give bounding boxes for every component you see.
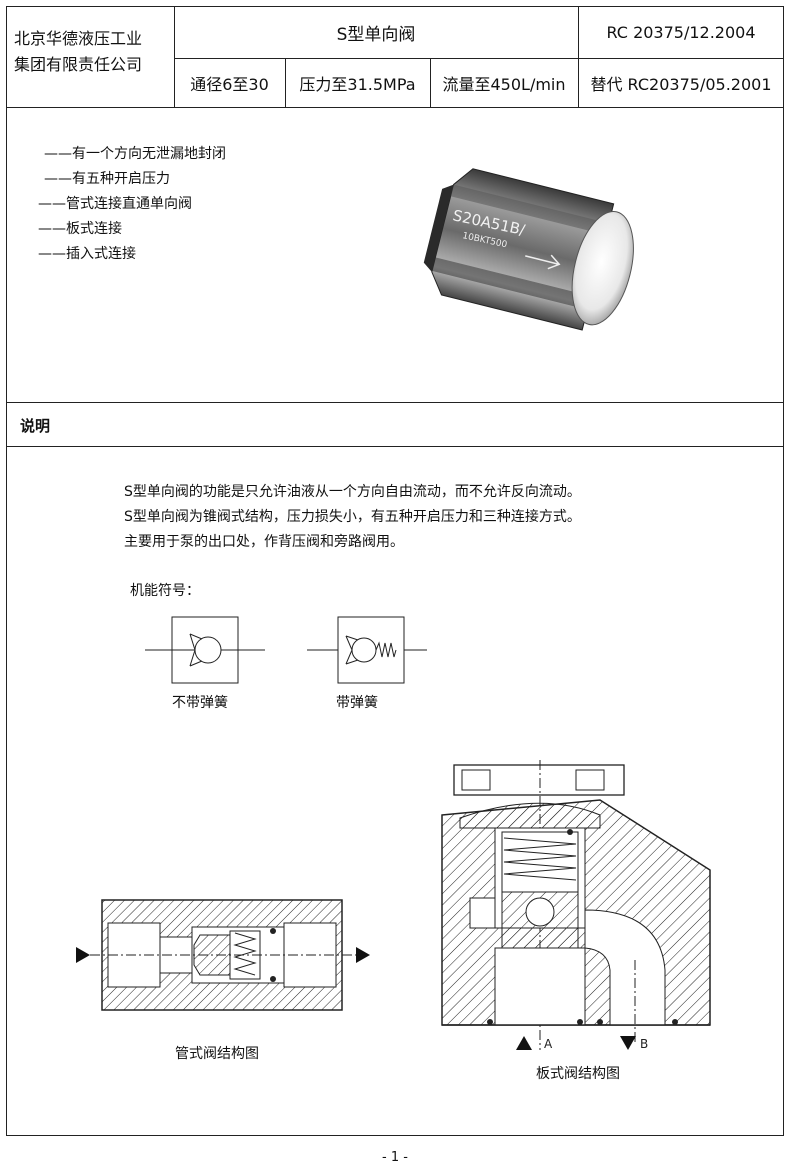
doc-title: S型单向阀 <box>336 24 416 45</box>
feature-item: ——管式连接直通单向阀 <box>38 196 192 212</box>
feature-item: ——有五种开启压力 <box>44 171 170 187</box>
description-text: S型单向阀的功能是只允许油液从一个方向自由流动，而不允许反向流动。 S型单向阀为… <box>124 480 581 555</box>
header-divider-2 <box>578 6 579 107</box>
header-row-divider <box>174 58 784 59</box>
company-name: 北京华德液压工业 集团有限责任公司 <box>6 26 174 78</box>
flow-arrow-icon <box>525 254 561 270</box>
header-divider-1 <box>174 6 175 107</box>
pipe-valve-drawing <box>76 899 370 1011</box>
page-frame <box>6 6 784 1136</box>
feature-list: ——有一个方向无泄漏地封闭 ——有五种开启压力 ——管式连接直通单向阀 ——板式… <box>38 142 226 267</box>
header-bottom-line <box>6 107 784 108</box>
description-line: 主要用于泵的出口处，作背压阀和旁路阀用。 <box>124 534 404 550</box>
port-a-label: A <box>544 1037 553 1051</box>
port-b-arrow-icon <box>620 1036 636 1050</box>
feature-item: ——有一个方向无泄漏地封闭 <box>44 146 226 162</box>
description-line: S型单向阀为锥阀式结构，压力损失小，有五种开启压力和三种连接方式。 <box>124 509 581 525</box>
check-valve-symbol-with-spring <box>307 616 427 684</box>
check-valve-symbol-no-spring <box>145 616 265 684</box>
plate-valve-drawing: A B <box>441 760 711 1051</box>
spec-pressure: 压力至31.5MPa <box>299 74 416 94</box>
pipe-valve-caption: 管式阀结构图 <box>175 1046 259 1062</box>
doc-code: RC 20375/12.2004 <box>606 22 756 42</box>
plate-valve-caption: 板式阀结构图 <box>536 1066 620 1082</box>
symbol-heading: 机能符号： <box>130 583 200 599</box>
port-a-arrow-icon <box>516 1036 532 1050</box>
description-line: S型单向阀的功能是只允许油液从一个方向自由流动，而不允许反向流动。 <box>124 484 581 500</box>
page-number: - 1 - <box>382 1150 408 1165</box>
section-top-line <box>6 402 784 403</box>
section-bottom-line <box>6 446 784 447</box>
feature-item: ——板式连接 <box>38 221 122 237</box>
company-line-2: 集团有限责任公司 <box>14 55 143 74</box>
outlet-arrow-icon <box>356 947 370 963</box>
company-line-1: 北京华德液压工业 <box>14 29 143 48</box>
section-title: 说明 <box>20 417 51 435</box>
symbol-label-with-spring: 带弹簧 <box>336 695 378 711</box>
spec-diameter: 通径6至30 <box>190 74 269 94</box>
port-b-label: B <box>640 1037 648 1051</box>
spec-divider-2 <box>430 58 431 107</box>
spec-divider-1 <box>285 58 286 107</box>
spec-flow: 流量至450L/min <box>442 74 566 94</box>
feature-item: ——插入式连接 <box>38 246 136 262</box>
inlet-arrow-icon <box>76 947 90 963</box>
product-photo: S20A51B/ 10BKT500 <box>423 168 634 331</box>
symbol-label-no-spring: 不带弹簧 <box>172 695 228 711</box>
replaces-doc: 替代 RC20375/05.2001 <box>590 74 772 94</box>
